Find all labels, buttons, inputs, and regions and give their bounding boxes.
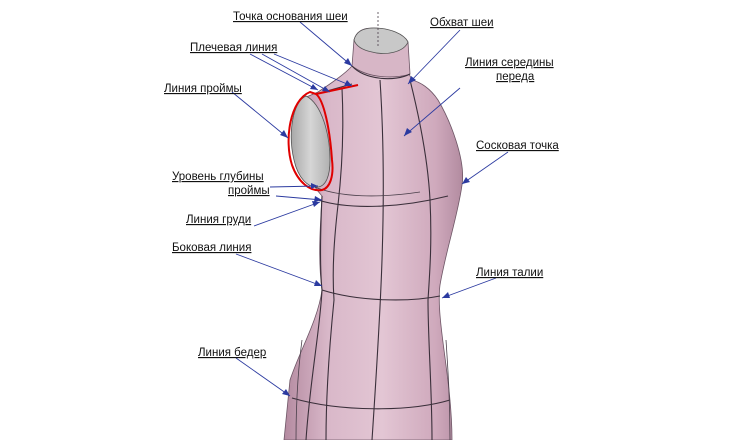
armhole-cap <box>290 95 331 188</box>
label-front-center-line-1: Линия середины <box>465 57 554 69</box>
label-shoulder-line: Плечевая линия <box>190 42 277 54</box>
label-armhole-depth-2: проймы <box>228 185 270 197</box>
label-hip-line: Линия бедер <box>198 347 266 359</box>
label-neck-girth: Обхват шеи <box>430 17 494 29</box>
armhole-line-highlight <box>287 90 334 192</box>
label-armhole-line: Линия проймы <box>164 83 242 95</box>
label-front-center-line-2: переда <box>496 71 535 83</box>
label-nipple-point: Сосковая точка <box>476 140 559 152</box>
label-neck-base-point: Точка основания шеи <box>233 11 348 23</box>
labels: Точка основания шеи Обхват шеи Плечевая … <box>164 11 559 359</box>
label-waist-line: Линия талии <box>476 267 543 279</box>
label-bust-line: Линия груди <box>186 214 251 226</box>
neck-cap <box>353 27 409 54</box>
leader-lines <box>231 21 509 397</box>
label-side-line: Боковая линия <box>172 242 251 254</box>
red-highlights <box>287 84 359 192</box>
shoulder-line-highlight <box>315 84 359 95</box>
mannequin <box>283 12 464 440</box>
label-armhole-depth-1: Уровень глубины <box>172 171 264 183</box>
